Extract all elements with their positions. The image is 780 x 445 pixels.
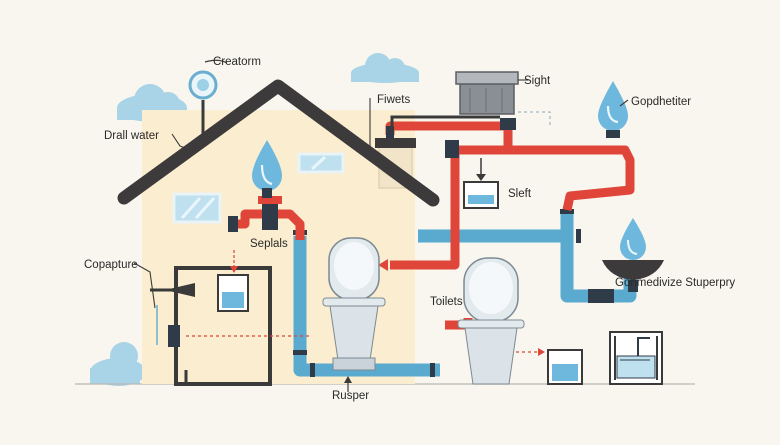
roof: [117, 79, 440, 207]
label-fiwets: Fiwets: [377, 94, 410, 106]
label-drall-water: Drall water: [104, 130, 159, 142]
tank-icon: [463, 158, 499, 209]
cloud-icon: [90, 342, 146, 386]
tank-icon: [609, 331, 663, 385]
label-seplals: Seplals: [250, 238, 288, 250]
label-gonmedivize: Gonmedivize Stuperpry: [615, 277, 735, 289]
gauge-icon: [188, 59, 228, 135]
toilet-icon: [322, 237, 386, 371]
leader-lines: [133, 79, 629, 309]
label-creatorm: Creatorm: [213, 56, 261, 68]
dashed-connector: [518, 111, 551, 126]
tank-icon: [455, 71, 519, 115]
flow-arrow: [378, 259, 388, 271]
label-gopdhetiter: Gopdhetiter: [631, 96, 691, 108]
valve-icon: [228, 118, 516, 232]
water-drop-icon: [620, 218, 646, 260]
cloud-icon: [351, 53, 419, 83]
window: [172, 192, 222, 224]
supply-line: [390, 115, 500, 134]
water-drop-icon: [598, 81, 628, 138]
label-copapture: Copapture: [84, 259, 138, 271]
toilet-icon: [457, 257, 525, 385]
rusper-arrow-head: [344, 376, 352, 383]
label-sight: Sight: [524, 75, 551, 87]
label-rusper: Rusper: [332, 390, 369, 402]
tank-icon: [516, 348, 583, 385]
sink-icon: [602, 260, 664, 292]
window: [297, 152, 345, 174]
tank-icon: [150, 250, 310, 386]
chimney-cap: [375, 138, 416, 148]
water-drop-icon: [252, 140, 282, 198]
label-sleft: Sleft: [508, 188, 532, 200]
label-toilets: Toilets: [430, 296, 463, 308]
